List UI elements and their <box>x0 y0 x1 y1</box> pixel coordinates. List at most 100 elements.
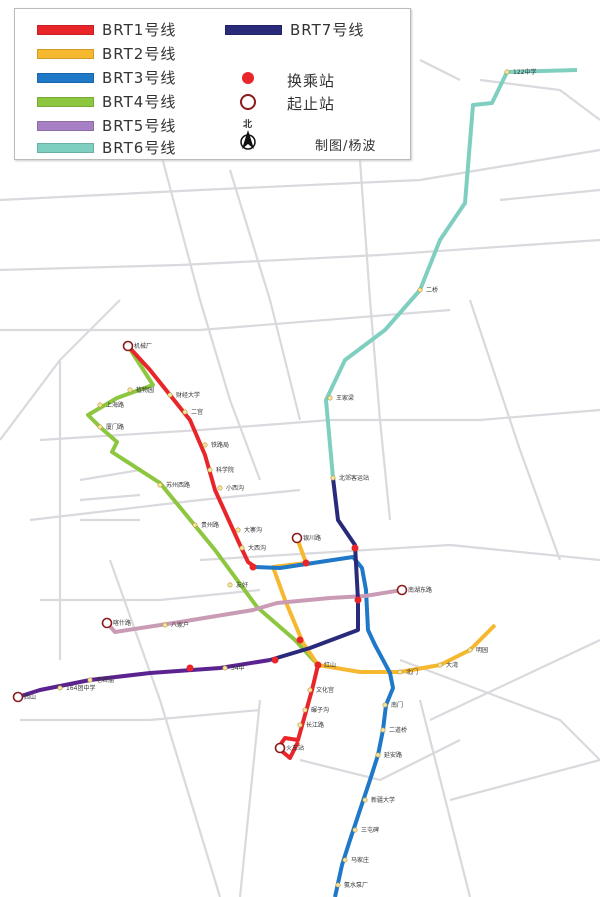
legend-brt1: BRT1号线 <box>37 19 176 40</box>
station-marker <box>330 475 336 481</box>
station-marker <box>397 669 403 675</box>
station-label: 喀什路 <box>113 619 131 627</box>
station-marker <box>437 662 443 668</box>
road <box>399 658 600 761</box>
brt6-swatch <box>37 142 94 153</box>
station-marker <box>87 677 93 683</box>
brt4-swatch <box>37 96 94 107</box>
station-label: 上海路 <box>106 401 124 409</box>
transfer-station-label: 换乘站 <box>287 72 336 90</box>
terminal-station-marker <box>101 617 113 629</box>
road <box>108 559 222 897</box>
station-marker <box>202 442 208 448</box>
station-label: 大西沟 <box>248 544 266 552</box>
station-label: 34中 <box>231 664 245 672</box>
station-label: 南湖东路 <box>408 586 432 594</box>
transfer-station-marker <box>296 636 304 644</box>
road <box>358 159 392 521</box>
legend-brt5: BRT5号线 <box>37 115 176 136</box>
station-label: 碾子沟 <box>311 706 329 714</box>
station-label: 贵州路 <box>201 521 219 529</box>
station-marker <box>97 424 103 430</box>
legend-label: BRT5号线 <box>102 117 177 135</box>
road <box>79 468 141 482</box>
station-label: 马家庄 <box>351 856 369 864</box>
legend-label: BRT2号线 <box>102 45 177 63</box>
legend-label: BRT3号线 <box>102 69 177 87</box>
brt3-swatch <box>37 72 94 83</box>
station-label: 122中学 <box>513 68 536 76</box>
transfer-station-marker <box>249 563 257 571</box>
brt7-line-west <box>17 658 271 699</box>
brt5-swatch <box>37 120 94 131</box>
map-credit: 制图/杨波 <box>315 139 377 154</box>
station-marker <box>342 857 348 863</box>
road <box>449 758 600 802</box>
stations: 机械厂财经大学二宫铁路局科学院小西沟大寨沟大西沟文化宫碾子沟长江路火车站银川路北… <box>12 68 536 889</box>
station-label: 氨水泵厂 <box>344 881 368 889</box>
station-marker <box>97 402 103 408</box>
brt2-swatch <box>37 48 94 59</box>
terminal-station-marker <box>12 691 24 703</box>
brt4-line <box>86 344 320 667</box>
station-marker <box>382 702 388 708</box>
road <box>199 543 600 562</box>
station-label: 二道桥 <box>389 726 407 734</box>
station-label: 王家梁 <box>336 394 354 402</box>
road <box>158 149 262 481</box>
station-label: 大湾 <box>446 661 458 669</box>
road <box>228 169 302 421</box>
transfer-station-marker <box>271 656 279 664</box>
station-label: 北门 <box>406 668 418 676</box>
road <box>419 59 461 81</box>
road <box>0 308 451 332</box>
map-legend: BRT1号线 BRT2号线 BRT3号线 BRT4号线 BRT5号线 BRT6号… <box>14 8 411 160</box>
station-label: 明园 <box>476 647 488 654</box>
station-marker <box>380 727 386 733</box>
station-label: 苏州西路 <box>166 481 190 489</box>
transfer-station-icon <box>242 72 254 84</box>
legend-label: BRT6号线 <box>102 139 177 157</box>
road <box>468 299 562 561</box>
road <box>299 739 461 782</box>
station-label: 银川路 <box>303 534 321 542</box>
station-label: 新疆大学 <box>371 796 395 804</box>
legend-brt7: BRT7号线 <box>225 19 364 40</box>
road <box>0 148 600 202</box>
station-label: 西山 <box>24 693 36 701</box>
terminal-station-marker <box>122 340 134 352</box>
station-label: 火车站 <box>286 744 304 752</box>
station-marker <box>217 485 223 491</box>
terminal-station-icon <box>240 94 256 110</box>
road-network <box>0 59 600 897</box>
station-label: 厦门路 <box>106 423 124 431</box>
station-label: 机械厂 <box>134 342 152 350</box>
road <box>29 488 301 522</box>
legend-label: BRT4号线 <box>102 93 177 111</box>
station-label: 财经大学 <box>176 391 200 399</box>
station-label: 大寨沟 <box>244 526 262 534</box>
station-label: 二桥 <box>426 286 438 294</box>
station-marker <box>167 392 173 398</box>
station-marker <box>222 665 228 671</box>
transfer-station-marker <box>186 664 194 672</box>
station-marker <box>362 797 368 803</box>
station-marker <box>302 707 308 713</box>
station-marker <box>417 287 423 293</box>
station-marker <box>207 467 213 473</box>
station-marker <box>239 545 245 551</box>
station-label: 北郊客运站 <box>339 474 369 482</box>
station-marker <box>327 395 333 401</box>
station-marker <box>235 527 241 533</box>
legend-brt2: BRT2号线 <box>37 43 176 64</box>
station-label: 植物园 <box>136 386 154 394</box>
station-marker <box>375 752 381 758</box>
road <box>0 238 600 272</box>
terminal-station-marker <box>274 742 286 754</box>
station-marker <box>227 582 233 588</box>
brt1-line-south <box>276 664 320 760</box>
road <box>40 588 261 602</box>
brt3-line <box>254 555 395 897</box>
legend-label: BRT7号线 <box>290 21 365 39</box>
station-label: 164团中学 <box>66 684 95 692</box>
